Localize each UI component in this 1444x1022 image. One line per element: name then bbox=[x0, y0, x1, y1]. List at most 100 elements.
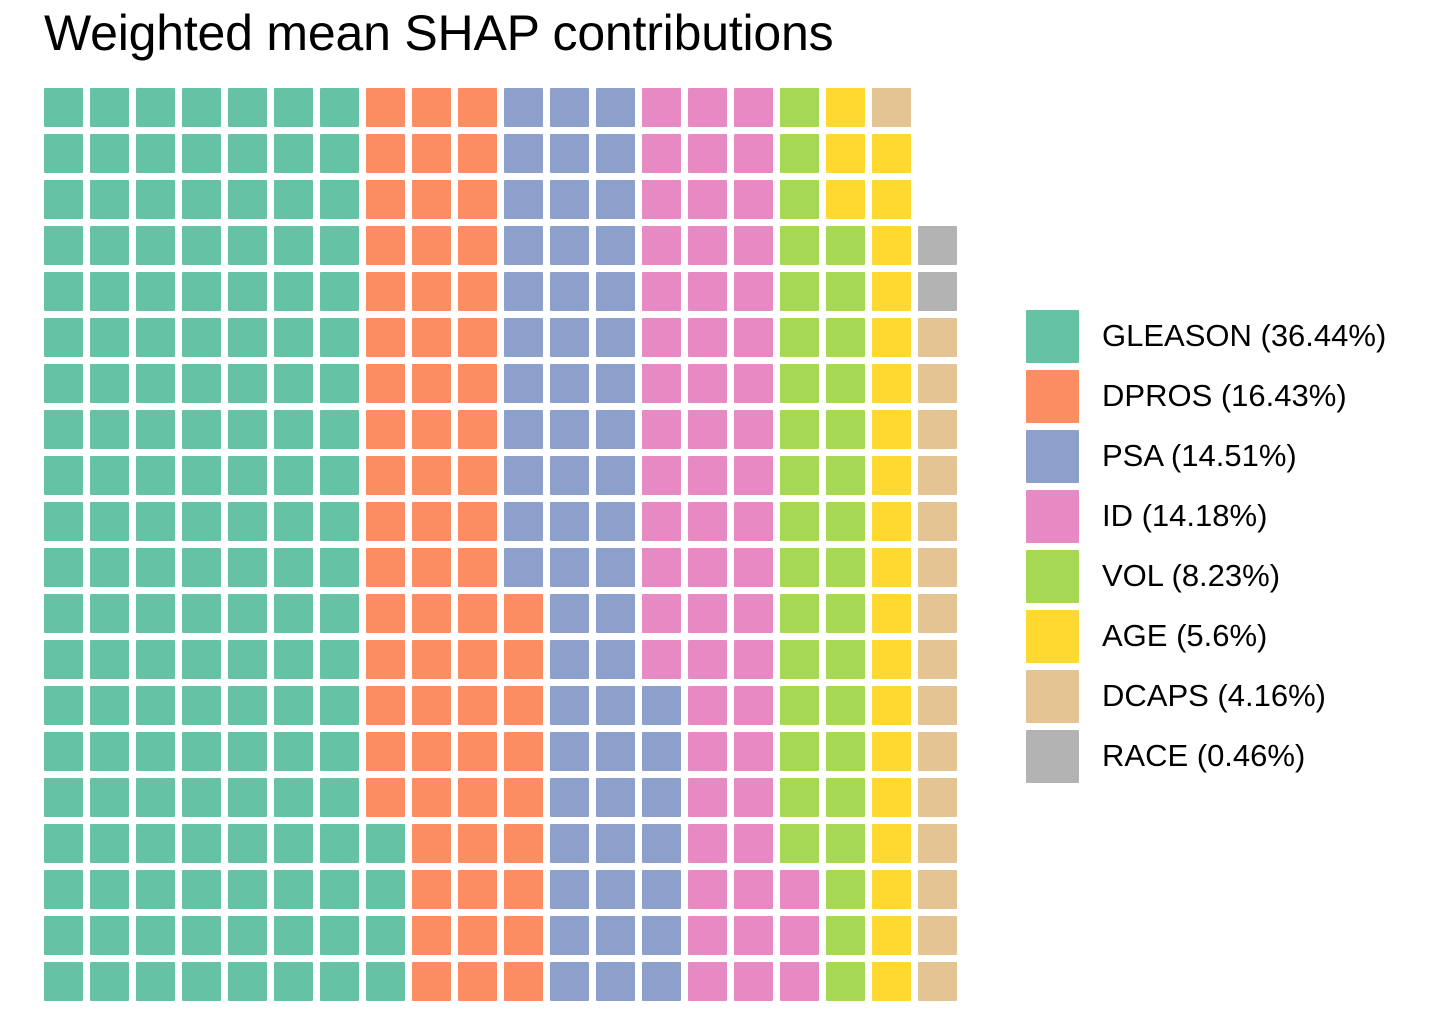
waffle-cell-dcaps bbox=[918, 456, 957, 495]
waffle-cell-gleason bbox=[182, 226, 221, 265]
legend-item-dpros[interactable]: DPROS (16.43%) bbox=[1026, 366, 1426, 426]
waffle-cell-gleason bbox=[320, 410, 359, 449]
waffle-cell-gleason bbox=[182, 88, 221, 127]
waffle-cell-gleason bbox=[136, 180, 175, 219]
waffle-cell-id bbox=[688, 180, 727, 219]
waffle-cell-id bbox=[734, 594, 773, 633]
waffle-cell-gleason bbox=[90, 180, 129, 219]
waffle-cell-age bbox=[872, 226, 911, 265]
waffle-cell-id bbox=[734, 180, 773, 219]
waffle-cell-gleason bbox=[136, 226, 175, 265]
waffle-cell-gleason bbox=[182, 318, 221, 357]
waffle-cell-psa bbox=[596, 824, 635, 863]
waffle-cell-psa bbox=[550, 686, 589, 725]
waffle-cell-age bbox=[872, 548, 911, 587]
waffle-cell-vol bbox=[780, 88, 819, 127]
waffle-cell-dpros bbox=[412, 640, 451, 679]
waffle-cell-vol bbox=[826, 364, 865, 403]
waffle-cell-id bbox=[734, 318, 773, 357]
waffle-cell-gleason bbox=[44, 870, 83, 909]
waffle-cell-dpros bbox=[366, 88, 405, 127]
waffle-cell-psa bbox=[596, 134, 635, 173]
waffle-cell-id bbox=[780, 870, 819, 909]
waffle-cell-age bbox=[872, 502, 911, 541]
waffle-cell-dpros bbox=[458, 410, 497, 449]
legend-swatch-vol-icon bbox=[1026, 549, 1079, 603]
waffle-cell-gleason bbox=[44, 180, 83, 219]
waffle-cell-dcaps bbox=[872, 88, 911, 127]
waffle-cell-id bbox=[642, 594, 681, 633]
waffle-cell-dpros bbox=[412, 594, 451, 633]
legend-item-id[interactable]: ID (14.18%) bbox=[1026, 486, 1426, 546]
waffle-cell-id bbox=[688, 824, 727, 863]
waffle-cell-gleason bbox=[44, 226, 83, 265]
waffle-row bbox=[44, 548, 1004, 594]
waffle-cell-gleason bbox=[136, 824, 175, 863]
waffle-cell-dcaps bbox=[918, 824, 957, 863]
waffle-cell-gleason bbox=[228, 180, 267, 219]
waffle-cell-gleason bbox=[90, 548, 129, 587]
waffle-cell-psa bbox=[550, 410, 589, 449]
waffle-cell-gleason bbox=[44, 364, 83, 403]
waffle-cell-gleason bbox=[182, 180, 221, 219]
waffle-cell-gleason bbox=[228, 318, 267, 357]
waffle-row bbox=[44, 916, 1004, 962]
waffle-cell-vol bbox=[826, 962, 865, 1001]
waffle-cell-gleason bbox=[44, 134, 83, 173]
waffle-row bbox=[44, 824, 1004, 870]
waffle-row bbox=[44, 226, 1004, 272]
waffle-cell-psa bbox=[550, 962, 589, 1001]
legend-item-vol[interactable]: VOL (8.23%) bbox=[1026, 546, 1426, 606]
legend-swatch-psa-icon bbox=[1026, 429, 1079, 483]
waffle-cell-vol bbox=[780, 824, 819, 863]
waffle-cell-gleason bbox=[320, 594, 359, 633]
waffle-cell-psa bbox=[596, 502, 635, 541]
waffle-cell-gleason bbox=[136, 686, 175, 725]
waffle-cell-dpros bbox=[458, 548, 497, 587]
waffle-cell-dpros bbox=[412, 502, 451, 541]
waffle-cell-age bbox=[872, 732, 911, 771]
waffle-cell-gleason bbox=[90, 870, 129, 909]
legend-item-age[interactable]: AGE (5.6%) bbox=[1026, 606, 1426, 666]
waffle-cell-psa bbox=[550, 824, 589, 863]
waffle-cell-gleason bbox=[274, 180, 313, 219]
waffle-cell-vol bbox=[826, 640, 865, 679]
waffle-cell-id bbox=[688, 870, 727, 909]
waffle-cell-dpros bbox=[412, 962, 451, 1001]
waffle-cell-gleason bbox=[228, 824, 267, 863]
waffle-cell-id bbox=[734, 916, 773, 955]
waffle-cell-psa bbox=[596, 88, 635, 127]
waffle-cell-gleason bbox=[182, 456, 221, 495]
legend-item-race[interactable]: RACE (0.46%) bbox=[1026, 726, 1426, 786]
waffle-cell-vol bbox=[826, 226, 865, 265]
waffle-cell-id bbox=[642, 548, 681, 587]
waffle-cell-gleason bbox=[136, 916, 175, 955]
waffle-cell-gleason bbox=[274, 916, 313, 955]
waffle-cell-age bbox=[872, 134, 911, 173]
waffle-cell-id bbox=[642, 502, 681, 541]
legend-item-gleason[interactable]: GLEASON (36.44%) bbox=[1026, 306, 1426, 366]
waffle-cell-dcaps bbox=[918, 364, 957, 403]
waffle-cell-vol bbox=[780, 272, 819, 311]
waffle-cell-id bbox=[734, 456, 773, 495]
waffle-cell-gleason bbox=[366, 824, 405, 863]
waffle-cell-dpros bbox=[366, 502, 405, 541]
waffle-cell-dcaps bbox=[918, 732, 957, 771]
waffle-cell-dpros bbox=[504, 594, 543, 633]
waffle-cell-id bbox=[734, 226, 773, 265]
waffle-cell-vol bbox=[826, 502, 865, 541]
waffle-cell-gleason bbox=[90, 824, 129, 863]
waffle-grid bbox=[44, 88, 1004, 1008]
waffle-cell-age bbox=[872, 272, 911, 311]
waffle-cell-psa bbox=[550, 272, 589, 311]
legend-item-psa[interactable]: PSA (14.51%) bbox=[1026, 426, 1426, 486]
waffle-row bbox=[44, 778, 1004, 824]
legend-item-dcaps[interactable]: DCAPS (4.16%) bbox=[1026, 666, 1426, 726]
waffle-cell-gleason bbox=[274, 962, 313, 1001]
waffle-cell-gleason bbox=[44, 778, 83, 817]
waffle-cell-dpros bbox=[412, 686, 451, 725]
waffle-cell-id bbox=[688, 88, 727, 127]
waffle-cell-psa bbox=[504, 410, 543, 449]
waffle-cell-age bbox=[872, 640, 911, 679]
